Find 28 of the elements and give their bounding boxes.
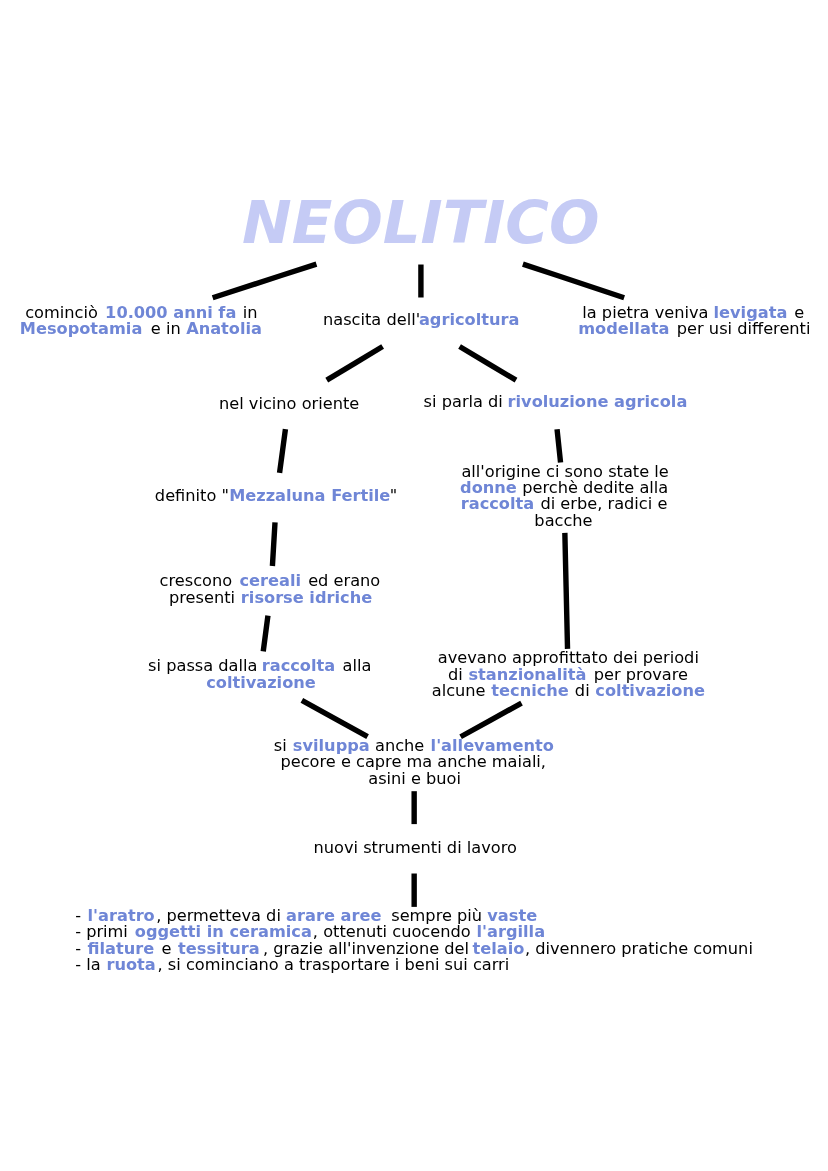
connector: [410, 791, 417, 825]
node-text: crescono cereali ed erano presenti risorse idriche: [159, 571, 380, 607]
node-text: - l'aratro, permetteva di arare aree sempre più vaste - primi oggetti in ceramica, ottenuti cuocendo l'argilla - filature e tessitura, grazie all'invenzione del telaio, divennero pratiche comuni - la ruota, si cominciano a trasportare i beni sui carri: [74, 906, 753, 974]
connector: [211, 261, 317, 301]
connector: [561, 532, 570, 649]
connector: [521, 261, 625, 301]
node-text: nascita dell'agricoltura: [322, 309, 519, 329]
node-text: nel vicino oriente: [218, 393, 359, 413]
connector: [324, 344, 384, 383]
node-text: la pietra veniva levigata e modellata per usi differenti: [577, 302, 810, 338]
node-text: definito "Mezzaluna Fertile": [154, 485, 397, 505]
connector: [417, 264, 424, 298]
node-text: nuovi strumenti di lavoro: [313, 838, 517, 858]
node-text: si passa dalla raccolta alla coltivazione: [147, 656, 371, 692]
connector: [458, 700, 523, 740]
connector: [553, 428, 563, 463]
connector: [269, 522, 278, 567]
node-text: avevano approfittato dei periodi di stanzionalità per provare alcune tecniche di coltivazione: [431, 648, 705, 700]
connector: [300, 698, 369, 740]
connector: [276, 428, 288, 474]
connector: [410, 873, 417, 907]
connector: [457, 344, 517, 383]
node-text: all'origine ci sono state le donne perchè dedite alla raccolta di erbe, radici e bacche: [459, 461, 669, 530]
node-text: cominciò 10.000 anni fa in Mesopotamia e in Anatolia: [19, 302, 262, 338]
node-text: si sviluppa anche l'allevamento pecore e capre ma anche maiali, asini e buoi: [273, 736, 554, 788]
connector: [260, 615, 271, 652]
node-text: si parla di rivoluzione agricola: [423, 392, 687, 412]
node-text: NEOLITICO: [241, 187, 599, 257]
